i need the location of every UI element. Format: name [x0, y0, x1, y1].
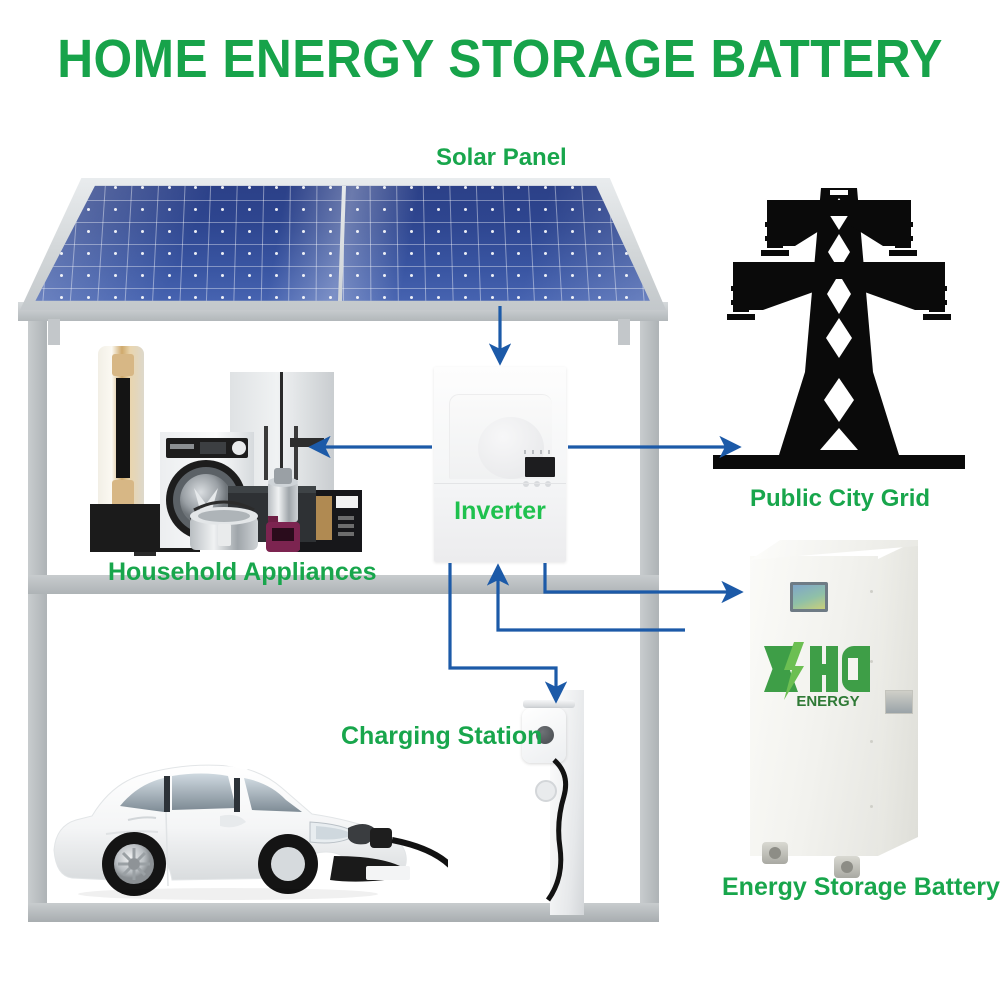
house-wall-left	[28, 318, 47, 922]
battery-cabinet-icon: ENERGY	[750, 540, 925, 878]
inverter-lcd-screen	[525, 457, 555, 477]
battery-brand-logo: ENERGY	[764, 640, 882, 710]
battery-caster-left	[762, 842, 788, 864]
battery-vent-port	[885, 690, 913, 714]
charger-indicator	[536, 726, 554, 744]
charger-top-lip	[523, 700, 575, 708]
charging-station-icon	[522, 690, 594, 915]
inverter-seam	[434, 483, 566, 484]
house-wall-right	[640, 318, 659, 922]
battery-display-content	[793, 585, 825, 609]
label-charging-station: Charging Station	[341, 722, 543, 750]
battery-display-screen	[790, 582, 828, 612]
charger-cable-holder	[535, 780, 557, 802]
label-public-city-grid: Public City Grid	[750, 485, 931, 512]
inverter-control-disc	[478, 417, 555, 487]
roof-leg-left	[48, 319, 60, 345]
label-inverter: Inverter	[454, 497, 546, 525]
label-energy-storage-battery: Energy Storage Battery	[722, 873, 1000, 901]
inverter-faceplate	[449, 394, 555, 487]
transmission-tower-icon	[703, 172, 975, 472]
household-appliances-icon	[82, 338, 368, 557]
battery-caster-right	[834, 856, 860, 878]
roof-leg-right	[618, 319, 630, 345]
house-floor-bottom	[28, 903, 659, 922]
label-household-appliances: Household Appliances	[108, 558, 377, 586]
page-title: HOME ENERGY STORAGE BATTERY	[57, 29, 943, 89]
solar-panel-icon	[20, 178, 666, 310]
electric-car-icon	[48, 742, 509, 913]
label-solar-panel: Solar Panel	[436, 144, 567, 171]
battery-brand-sub: ENERGY	[796, 693, 859, 708]
inverter-icon	[434, 367, 566, 562]
charger-head	[522, 708, 566, 763]
